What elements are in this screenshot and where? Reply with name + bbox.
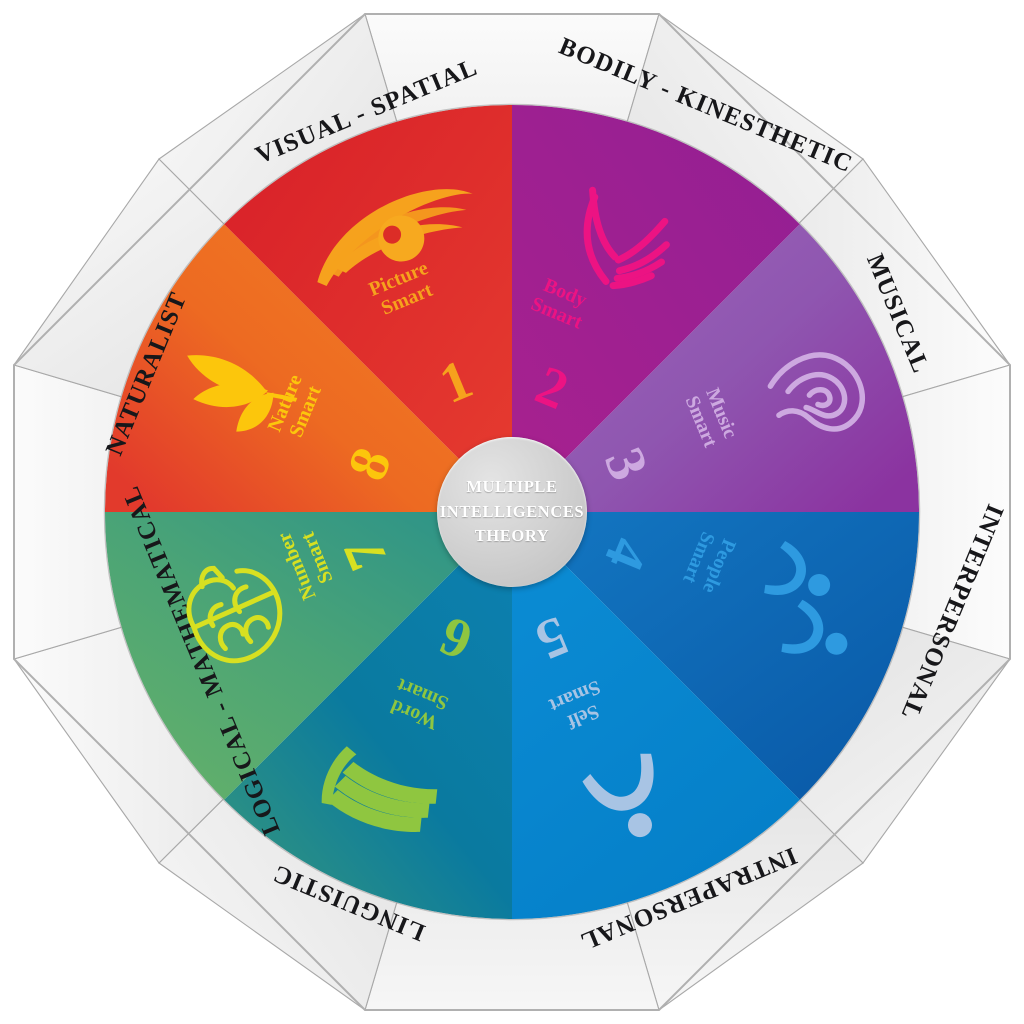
ear-icon bbox=[744, 322, 889, 467]
center-line-1: MULTIPLE bbox=[466, 476, 558, 496]
center-line-3: THEORY bbox=[474, 526, 550, 546]
leaves-icon bbox=[157, 297, 322, 457]
person-icon bbox=[552, 712, 699, 864]
hand-icon bbox=[547, 178, 693, 317]
two-people-icon bbox=[734, 530, 890, 686]
center-line-2: INTELLIGENCES bbox=[439, 501, 585, 521]
brain-icon bbox=[161, 534, 310, 688]
eye-icon bbox=[296, 168, 495, 309]
center-hub: MULTIPLE INTELLIGENCES THEORY bbox=[437, 437, 587, 587]
center-hub-text: MULTIPLE INTELLIGENCES THEORY bbox=[440, 475, 584, 549]
intelligence-wheel bbox=[105, 105, 919, 919]
book-icon bbox=[304, 721, 458, 853]
